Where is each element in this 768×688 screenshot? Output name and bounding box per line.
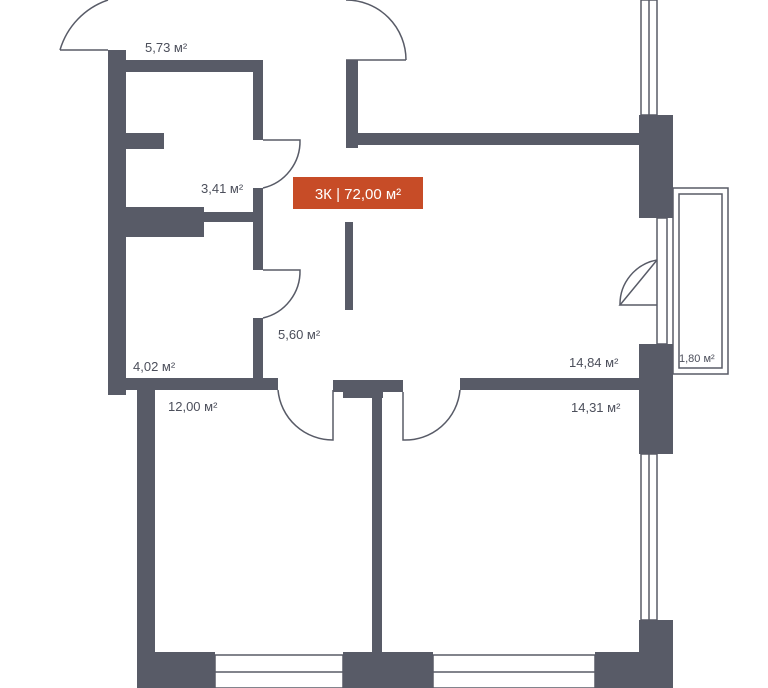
windows [214, 0, 668, 688]
area-badge: 3К | 72,00 м² [293, 177, 423, 209]
room-area-balcony: 1,80 м² [679, 353, 715, 365]
room-labels: 5,73 м² 3,41 м² 4,02 м² 5,60 м² 14,84 м²… [133, 40, 715, 415]
room-area-living: 14,84 м² [569, 355, 619, 370]
room-area-entrance: 5,73 м² [145, 40, 188, 55]
walls [108, 50, 673, 688]
doors [59, 0, 658, 441]
area-badge-text: 3К | 72,00 м² [315, 186, 401, 203]
room-area-bathroom: 3,41 м² [201, 181, 244, 196]
room-area-storage: 4,02 м² [133, 359, 176, 374]
room-area-bedroom-right: 14,31 м² [571, 400, 621, 415]
area-badge-bg [293, 177, 423, 209]
balcony [672, 187, 729, 375]
room-area-bedroom-left: 12,00 м² [168, 399, 218, 414]
room-area-hall: 5,60 м² [278, 327, 321, 342]
